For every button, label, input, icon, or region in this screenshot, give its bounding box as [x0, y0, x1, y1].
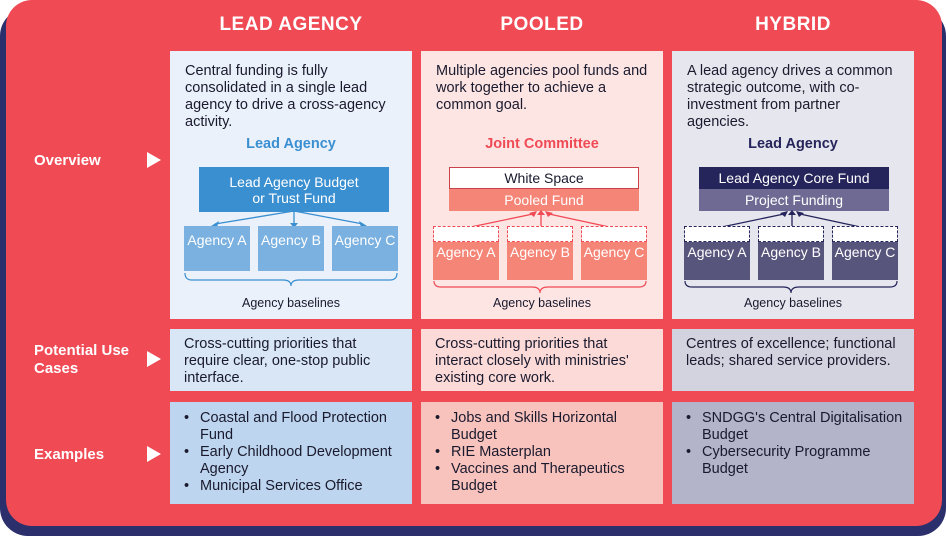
- baseline-label: Agency baselines: [242, 296, 340, 310]
- overview-text: A lead agency drives a common strategic …: [687, 63, 893, 130]
- column-header-hybrid: HYBRID: [755, 14, 831, 35]
- baseline-label: Agency baselines: [744, 296, 842, 310]
- examples-panel-hybrid: SNDGG's Central Digitalisation Budget Cy…: [672, 402, 914, 504]
- agency-b-box: Agency B: [507, 242, 573, 280]
- distribution-arrows: [211, 211, 367, 228]
- agency-a-space: [433, 226, 499, 242]
- list-item: SNDGG's Central Digitalisation Budget: [686, 410, 908, 444]
- overview-panel-hybrid: A lead agency drives a common strategic …: [672, 51, 914, 319]
- row-label-use-cases: Potential Use Cases: [34, 342, 130, 377]
- agency-b-box: Agency B: [258, 226, 324, 271]
- row-arrow-overview: [147, 152, 161, 168]
- pooled-fund-box: Pooled Fund: [449, 189, 639, 211]
- agency-a-space: [684, 226, 750, 242]
- column-header-pooled: POOLED: [500, 14, 584, 35]
- examples-panel-pooled: Jobs and Skills Horizontal Budget RIE Ma…: [421, 402, 663, 504]
- agency-c-box: Agency C: [332, 226, 398, 271]
- contribution-arrows: [465, 210, 615, 229]
- row-arrow-examples: [147, 446, 161, 462]
- use-case-panel-hybrid: Centres of excellence; functional leads;…: [672, 329, 914, 391]
- agency-c-box: Agency C: [832, 242, 898, 280]
- use-case-panel-lead-agency: Cross-cutting priorities that require cl…: [170, 329, 412, 391]
- agency-a-box: Agency A: [433, 242, 499, 280]
- agency-c-space: [832, 226, 898, 242]
- overview-panel-lead-agency: Central funding is fully consolidated in…: [170, 51, 412, 319]
- list-item: Vaccines and Therapeutics Budget: [435, 461, 657, 495]
- diagram-title: Joint Committee: [485, 136, 599, 152]
- overview-text: Multiple agencies pool funds and work to…: [436, 63, 648, 113]
- agency-c-box: Agency C: [581, 242, 647, 280]
- project-funding-box: Project Funding: [699, 189, 889, 211]
- list-item: Coastal and Flood Protection Fund: [184, 410, 406, 444]
- list-item: Early Childhood Development Agency: [184, 444, 406, 478]
- agency-a-box: Agency A: [684, 242, 750, 280]
- use-case-panel-pooled: Cross-cutting priorities that interact c…: [421, 329, 663, 391]
- list-item: Jobs and Skills Horizontal Budget: [435, 410, 657, 444]
- overview-text: Central funding is fully consolidated in…: [185, 63, 386, 130]
- column-header-lead-agency: LEAD AGENCY: [219, 14, 363, 35]
- examples-panel-lead-agency: Coastal and Flood Protection Fund Early …: [170, 402, 412, 504]
- agency-c-space: [581, 226, 647, 242]
- overview-panel-pooled: Multiple agencies pool funds and work to…: [421, 51, 663, 319]
- contribution-arrows: [716, 210, 866, 229]
- baseline-label: Agency baselines: [493, 296, 591, 310]
- diagram-title: Lead Agency: [246, 136, 336, 152]
- agency-b-box: Agency B: [758, 242, 824, 280]
- baseline-brace: [684, 281, 898, 294]
- agency-b-space: [507, 226, 573, 242]
- list-item: Municipal Services Office: [184, 478, 406, 495]
- fund-box: Lead Agency Budget or Trust Fund: [199, 167, 389, 212]
- baseline-brace: [184, 273, 398, 287]
- white-space-box: White Space: [449, 167, 639, 189]
- core-fund-box: Lead Agency Core Fund: [699, 167, 889, 189]
- row-label-overview: Overview: [34, 152, 101, 169]
- list-item: RIE Masterplan: [435, 444, 657, 461]
- agency-a-box: Agency A: [184, 226, 250, 271]
- list-item: Cybersecurity Programme Budget: [686, 444, 908, 478]
- baseline-brace: [433, 281, 647, 294]
- agency-b-space: [758, 226, 824, 242]
- row-arrow-use-cases: [147, 351, 161, 367]
- row-label-examples: Examples: [34, 446, 105, 463]
- diagram-title: Lead Agency: [748, 136, 838, 152]
